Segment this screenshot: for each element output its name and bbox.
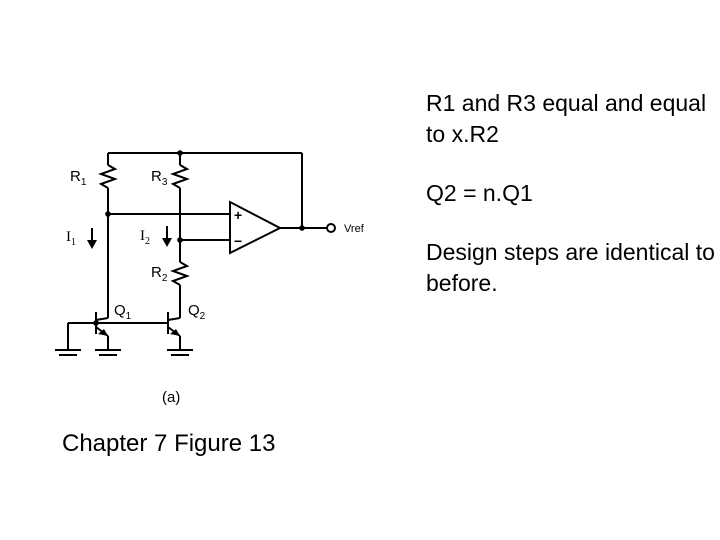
sub-caption: (a) — [162, 389, 180, 406]
resistor-r2 — [170, 261, 190, 286]
q2-label: Q2 — [188, 302, 206, 322]
circuit-schematic: R1 R3 R2 I1 I2 Q1 Q2 + − Vref (a) — [55, 150, 365, 406]
i2-arrow-head — [162, 238, 172, 247]
vref-label: Vref — [344, 223, 365, 235]
note-design-steps: Design steps are identical to before. — [426, 239, 715, 296]
r1-label: R1 — [70, 168, 87, 188]
note-resistor-ratio: R1 and R3 equal and equal to x.R2 — [426, 90, 707, 147]
junction-top-middle — [177, 150, 183, 156]
opamp-minus-label: − — [234, 233, 242, 249]
vref-terminal — [326, 223, 336, 233]
note-transistor-ratio: Q2 = n.Q1 — [426, 180, 533, 206]
opamp-triangle — [229, 200, 283, 255]
resistor-r1 — [98, 164, 118, 189]
junction-minus-input — [177, 237, 183, 243]
opamp-plus-label: + — [234, 207, 242, 223]
junction-output — [299, 225, 305, 231]
r3-label: R3 — [151, 168, 168, 188]
junction-q1-base — [93, 320, 99, 326]
notes-block: R1 and R3 equal and equal to x.R2 Q2 = n… — [426, 88, 716, 299]
q2-emitter-arrow — [170, 329, 180, 336]
junction-plus-input — [105, 211, 111, 217]
figure-caption: Chapter 7 Figure 13 — [62, 430, 276, 457]
q1-collector — [95, 317, 109, 321]
i1-label: I1 — [66, 229, 76, 248]
resistor-r3 — [170, 164, 190, 189]
i1-arrow-head — [87, 240, 97, 249]
q2-collector — [167, 317, 181, 321]
r2-label: R2 — [151, 264, 168, 284]
i2-label: I2 — [140, 228, 150, 247]
q1-emitter-arrow — [98, 329, 108, 336]
q1-label: Q1 — [114, 302, 132, 322]
